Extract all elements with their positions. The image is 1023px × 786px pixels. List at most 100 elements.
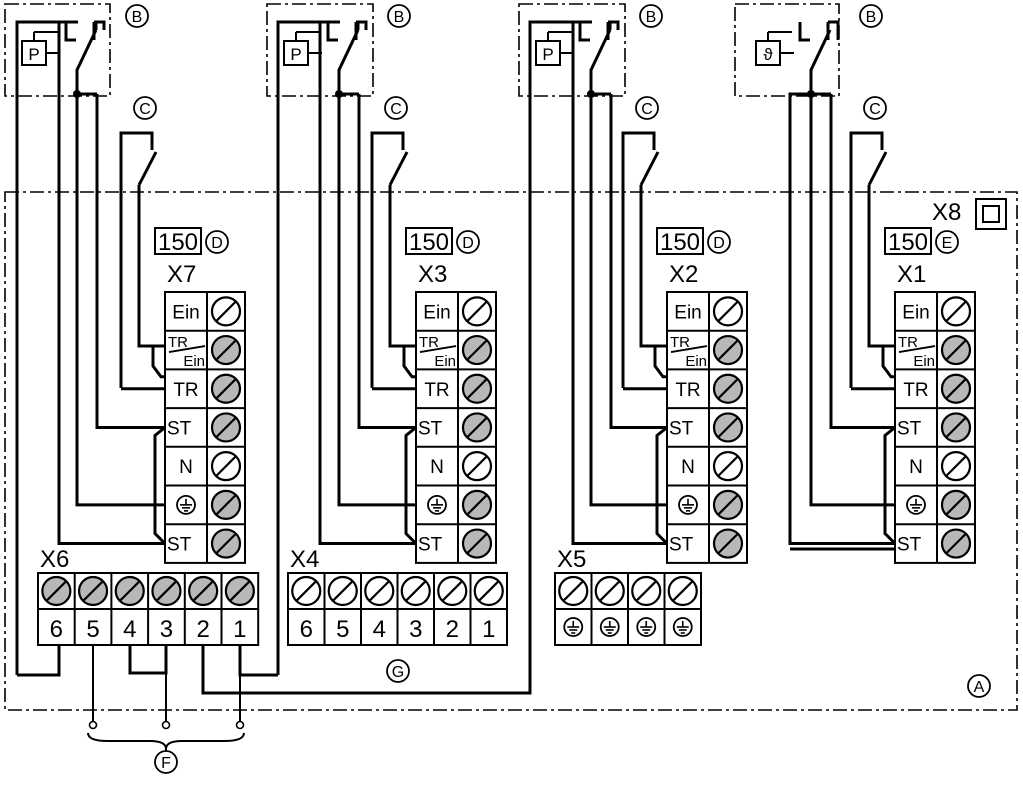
- callout-d-x3: D: [456, 230, 480, 254]
- wire-st2-x7: [57, 22, 165, 546]
- sensor-label-x1: ϑ: [763, 45, 773, 64]
- terminal-label-tr-bottom-x7: Ein: [183, 353, 205, 370]
- terminal-label-st-x7: ST: [167, 418, 192, 439]
- terminal-label-tr-bottom-x3: Ein: [434, 353, 456, 370]
- terminal-screw-st2-x7: [210, 528, 242, 559]
- jumper-st-x7: [153, 426, 167, 545]
- wire-no-top-x1: [828, 20, 840, 30]
- terminal-label-tr-bottom-x1: Ein: [913, 353, 935, 370]
- terminal-label-tr-x1: TR: [903, 380, 928, 401]
- x4-number-3: 4: [373, 616, 386, 643]
- terminal-label-tr-x3: TR: [424, 380, 449, 401]
- terminal-label-st2-x1: ST: [897, 535, 922, 556]
- terminal-screw-tre-x7: [210, 334, 242, 366]
- sensor-symbol-x1: [755, 40, 781, 66]
- terminal-screw-tre-x2: [712, 334, 744, 366]
- wire-outer-x2: [528, 20, 592, 96]
- jumper-st-x3: [404, 426, 418, 545]
- wire-outer-x3: [276, 20, 340, 675]
- contact-blade-x7: [75, 29, 98, 91]
- terminal-label-n-x7: N: [179, 457, 193, 478]
- terminal-label-tr-bottom-x2: Ein: [685, 353, 707, 370]
- terminal-label-tr-top-x1: TR: [898, 334, 918, 351]
- x4-number-1: 6: [300, 616, 313, 643]
- sensor-label-x2: P: [542, 45, 553, 64]
- callout-b-x2-text: B: [646, 9, 657, 26]
- terminal-screw-n-x2: [712, 451, 744, 482]
- contact-nc-x3: [326, 22, 338, 42]
- terminal-screw-st2-x3: [461, 528, 493, 559]
- terminal-screw-gnd-x1: [940, 489, 972, 520]
- terminal-screw-tre-x1: [940, 334, 972, 366]
- terminal-screw-gnd-x3: [461, 489, 493, 520]
- x6-screw-1: [41, 575, 72, 607]
- callout-c-x1-text: C: [869, 101, 881, 118]
- x4-number-6: 1: [482, 616, 495, 643]
- x8-label: X8: [932, 199, 961, 226]
- terminal-label-tr-x7: TR: [173, 380, 198, 401]
- callout-b-x7-text: B: [132, 9, 143, 26]
- terminal-screw-st2-x1: [940, 528, 972, 559]
- value-150-x2: 150: [660, 229, 700, 256]
- wire-st-x1: [829, 94, 895, 429]
- terminal-label-tr-top-x3: TR: [419, 334, 439, 351]
- jumper-tr-x7: [151, 344, 165, 379]
- terminal-screw-tr-x7: [210, 373, 242, 404]
- x5-screw-4: [667, 575, 698, 607]
- x8-connector-inner: [982, 205, 1000, 223]
- terminal-screw-tr-x1: [940, 373, 972, 404]
- terminal-label-ein-x1: Ein: [902, 302, 929, 323]
- terminal-label-ein-x2: Ein: [674, 302, 701, 323]
- sensor-enclosure-4: [734, 3, 840, 97]
- callout-d-x7-text: D: [211, 235, 223, 252]
- callout-b-x3: B: [387, 4, 411, 28]
- terminal-screw-tr-x3: [461, 373, 493, 404]
- callout-b-x3-text: B: [394, 9, 405, 26]
- wire-x6-6: [17, 645, 61, 677]
- terminal-label-n-x3: N: [430, 457, 444, 478]
- callout-c-x7: C: [133, 96, 157, 120]
- sensor-symbol-x7: [21, 40, 47, 66]
- terminal-label-tr-top-x7: TR: [168, 334, 188, 351]
- x5-screw-3: [631, 575, 662, 607]
- x5-ground-4: [672, 617, 693, 637]
- terminal-screw-st-x7: [210, 412, 242, 443]
- x6-number-2: 5: [86, 616, 99, 643]
- wire-gnd-x1: [809, 94, 895, 507]
- value-150-x1: 150: [888, 229, 928, 256]
- callout-d-x7: D: [205, 230, 229, 254]
- x5-terminal-strip: [554, 572, 702, 646]
- brace-f: [87, 732, 245, 750]
- x6-label: X6: [40, 546, 69, 573]
- strip-label-x3: X3: [418, 261, 447, 288]
- x5-screw-1: [558, 575, 589, 607]
- wire-outer-x7: [15, 20, 78, 675]
- terminal-label-n-x2: N: [681, 457, 695, 478]
- terminal-screw-tr-x2: [712, 373, 744, 404]
- external-terminal-3: [235, 720, 245, 730]
- terminal-screw-st-x1: [940, 412, 972, 443]
- wire-c-tre-x3: [388, 192, 416, 348]
- strip-label-x7: X7: [167, 261, 196, 288]
- x4-number-4: 3: [409, 616, 422, 643]
- value-150-box-x3: [405, 227, 453, 255]
- wire-x6-4: [128, 645, 168, 675]
- wire-x6-2: [201, 96, 532, 695]
- terminal-label-ein-x3: Ein: [423, 302, 450, 323]
- switch-c-blade-x3: [388, 151, 409, 186]
- x6-number-1: 6: [50, 616, 63, 643]
- x4-label: X4: [290, 546, 319, 573]
- sensor-label-x3: P: [290, 45, 301, 64]
- wire-x6-1: [238, 645, 278, 677]
- wire-st2-x1: [788, 92, 895, 546]
- terminal-screw-st2-x2: [712, 528, 744, 559]
- terminal-screw-gnd-x7: [210, 489, 242, 520]
- terminal-label-ein-x7: Ein: [172, 302, 199, 323]
- callout-c-x2: C: [635, 96, 659, 120]
- terminal-screw-ein-x7: [210, 296, 242, 327]
- terminal-label-st-x3: ST: [418, 418, 443, 439]
- wire-st-x7: [95, 94, 165, 429]
- callout-d-x3-text: D: [462, 235, 474, 252]
